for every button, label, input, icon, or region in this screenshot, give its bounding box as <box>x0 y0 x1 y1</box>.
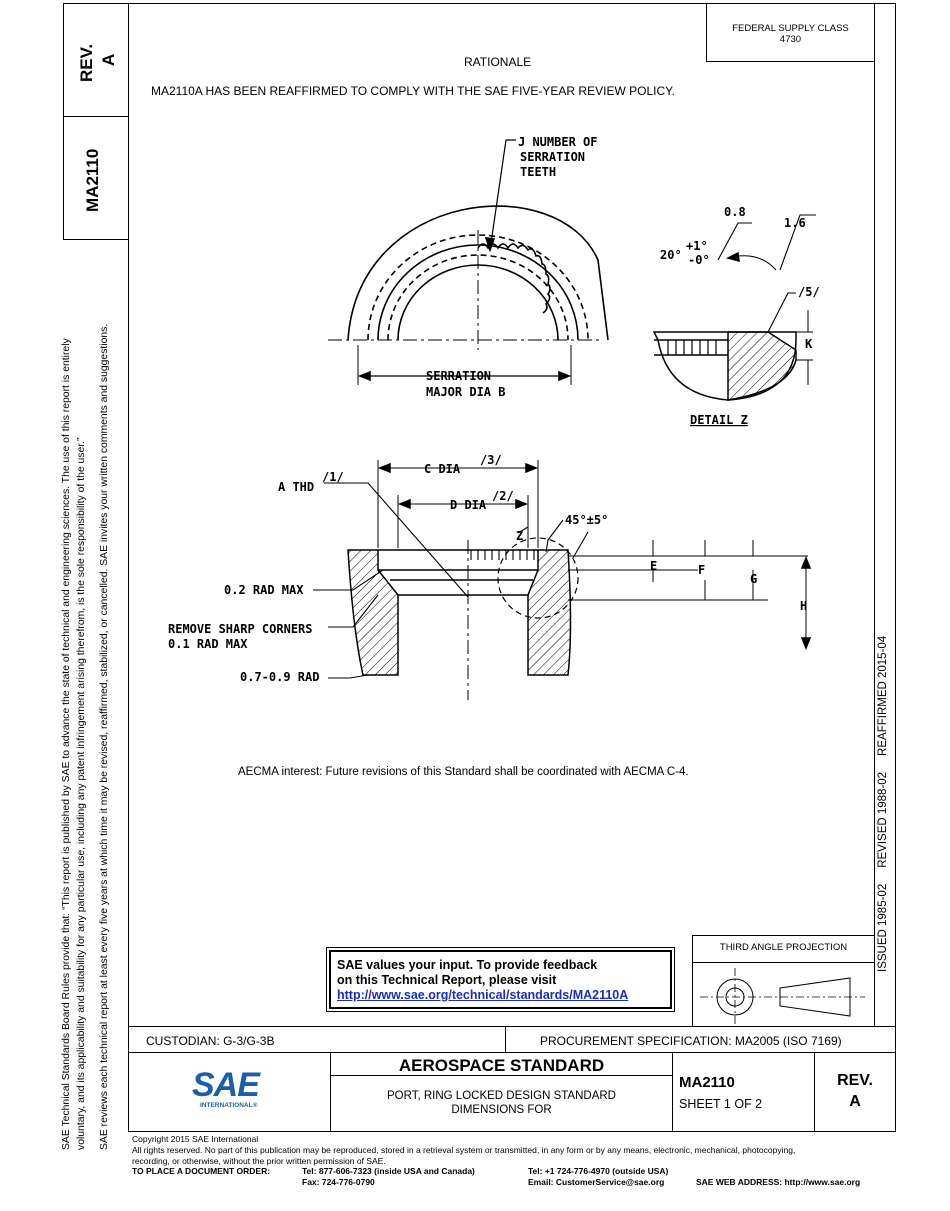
supply-class-value: 4730 <box>779 34 802 45</box>
board-notice-line2: voluntary, and its applicability and sui… <box>76 437 87 1150</box>
sae-logo: SAE INTERNATIONAL® <box>192 1068 272 1118</box>
supply-class-box <box>706 3 875 62</box>
detail-k: K <box>805 337 813 351</box>
supply-class-label: FEDERAL SUPPLY CLASS <box>732 23 849 34</box>
serration-note-3: TEETH <box>520 165 556 179</box>
title-vline-3 <box>814 1052 815 1132</box>
fax: Fax: 724-776-0790 <box>302 1177 375 1187</box>
rights-line2: recording, or otherwise, without the pri… <box>132 1156 386 1166</box>
a-thd-label: A THD <box>278 480 314 494</box>
email: Email: CustomerService@sae.org <box>528 1177 665 1187</box>
sae-logo-mark: SAE <box>192 1066 260 1104</box>
tel-us: Tel: 877-606-7323 (inside USA and Canada… <box>302 1166 475 1176</box>
note-2: /2/ <box>492 489 514 503</box>
dim-f: F <box>698 563 705 577</box>
title-rev-value: A <box>849 1093 861 1110</box>
detail-note-5: /5/ <box>798 285 820 299</box>
dim-e: E <box>650 559 657 573</box>
serration-dia-2: MAJOR DIA B <box>426 385 505 399</box>
sae-logo-sub: INTERNATIONAL® <box>200 1102 258 1109</box>
copyright: Copyright 2015 SAE International <box>132 1134 259 1144</box>
left-rev-value: A <box>99 53 118 66</box>
custodian-text: CUSTODIAN: G-3/G-3B <box>146 1034 275 1048</box>
left-doc-number: MA2110 <box>83 148 102 212</box>
rad-max-label: 0.2 RAD MAX <box>224 583 304 597</box>
note-1: /1/ <box>322 470 344 484</box>
custodian-vline <box>505 1026 506 1053</box>
feedback-link[interactable]: http://www.sae.org/technical/standards/M… <box>337 988 629 1002</box>
detail-z-view <box>652 214 816 401</box>
rights-line1: All rights reserved. No part of this pub… <box>132 1145 796 1155</box>
aecma-note: AECMA interest: Future revisions of this… <box>238 766 689 778</box>
order-label: TO PLACE A DOCUMENT ORDER: <box>132 1166 271 1176</box>
remove-corners-2: 0.1 RAD MAX <box>168 637 248 651</box>
rad-range-label: 0.7-0.9 RAD <box>240 670 319 684</box>
projection-label: THIRD ANGLE PROJECTION <box>719 942 848 953</box>
standard-type: AEROSPACE STANDARD <box>398 1056 605 1075</box>
c-dia-label: C DIA <box>424 462 461 476</box>
serration-note-1: J NUMBER OF <box>518 135 597 149</box>
title-rev-label: REV. <box>837 1072 873 1089</box>
serration-note-2: SERRATION <box>520 150 585 164</box>
detail-angle: 20° <box>660 248 682 262</box>
serration-view <box>328 139 609 385</box>
dim-g: G <box>750 572 757 586</box>
projection-separator <box>692 962 875 963</box>
dim-h: H <box>800 599 807 613</box>
rationale-title: RATIONALE <box>464 55 532 69</box>
section-view <box>313 460 812 700</box>
detail-z-label: DETAIL Z <box>690 413 748 427</box>
detail-tol-minus: -0° <box>688 253 710 267</box>
title-vline-2 <box>672 1052 673 1132</box>
chamfer-angle: 45°±5° <box>565 513 608 527</box>
feedback-line1: SAE values your input. To provide feedba… <box>337 958 598 972</box>
doc-number: MA2110 <box>679 1074 735 1091</box>
tel-intl: Tel: +1 724-776-4970 (outside USA) <box>528 1166 669 1176</box>
board-notice-line1: SAE Technical Standards Board Rules prov… <box>61 338 72 1150</box>
custodian-divider <box>128 1052 896 1053</box>
detail-tol-plus: +1° <box>686 239 708 253</box>
serration-dia-1: SERRATION <box>426 369 491 383</box>
left-rev-label: REV. <box>77 43 96 82</box>
title-block-frame <box>128 1026 896 1132</box>
issue-dates: ISSUED 1985-02 REVISED 1988-02 REAFFIRME… <box>877 635 889 972</box>
doc-title-line2: DIMENSIONS FOR <box>451 1104 552 1116</box>
doc-title-line1: PORT, RING LOCKED DESIGN STANDARD <box>387 1090 616 1102</box>
procurement-text: PROCUREMENT SPECIFICATION: MA2005 (ISO 7… <box>540 1034 842 1048</box>
technical-drawing: J NUMBER OF SERRATION TEETH SERRATION MA… <box>168 135 820 700</box>
feedback-box: SAE values your input. To provide feedba… <box>326 947 675 1012</box>
title-hline <box>330 1075 673 1076</box>
title-vline-1 <box>330 1052 331 1132</box>
d-dia-label: D DIA <box>450 498 487 512</box>
rationale-text: MA2110A HAS BEEN REAFFIRMED TO COMPLY WI… <box>151 84 675 98</box>
z-marker: Z <box>516 529 523 543</box>
note-3: /3/ <box>480 453 502 467</box>
feedback-line2: on this Technical Report, please visit <box>337 973 557 987</box>
detail-16: 1.6 <box>784 216 806 230</box>
projection-symbol <box>700 968 865 1024</box>
sheet-number: SHEET 1 OF 2 <box>679 1097 763 1111</box>
detail-08: 0.8 <box>724 205 746 219</box>
board-notice-line3: SAE reviews each technical report at lea… <box>99 323 110 1150</box>
web-address: SAE WEB ADDRESS: http://www.sae.org <box>696 1177 861 1187</box>
remove-corners-1: REMOVE SHARP CORNERS <box>168 622 313 636</box>
